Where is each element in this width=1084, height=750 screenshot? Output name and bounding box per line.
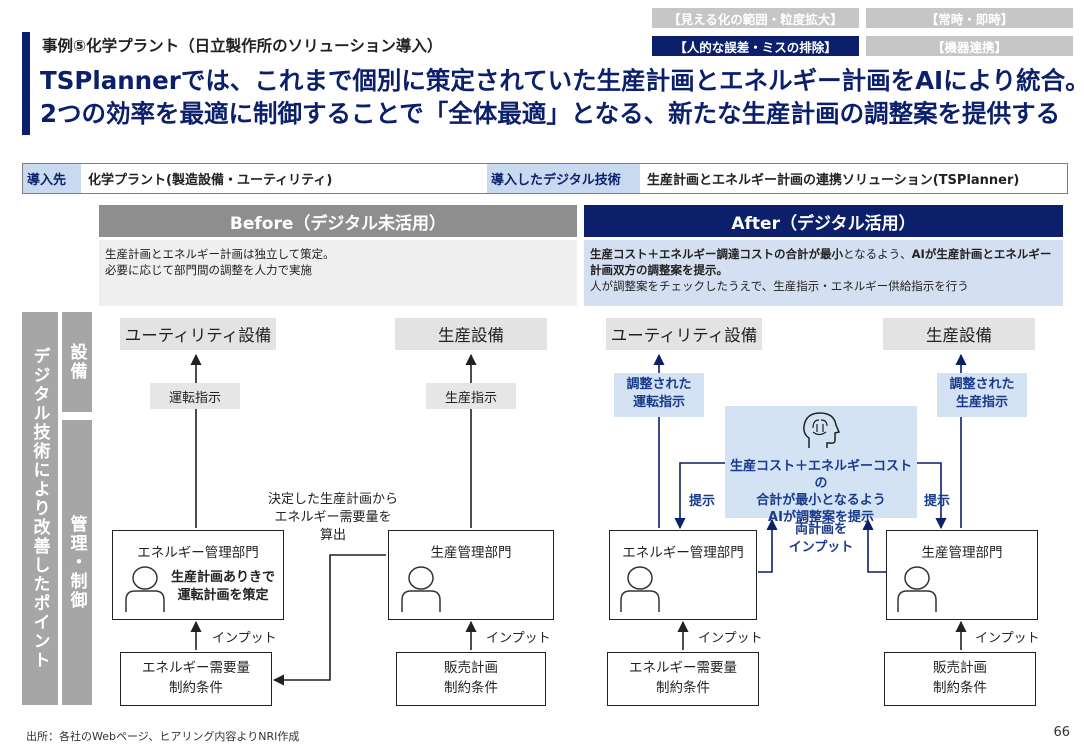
after-production-equipment: 生産設備	[883, 318, 1035, 350]
before-sales-source: 販売計画 制約条件	[396, 652, 546, 706]
info-row	[22, 163, 1068, 194]
after-utility-equipment: ユーティリティ設備	[606, 318, 762, 350]
side-label-equipment-text: 設備	[66, 343, 87, 381]
before-desc-line-1: 生産計画とエネルギー計画は独立して策定。	[105, 247, 335, 261]
after-present-left: 提示	[689, 494, 716, 509]
after-desc-line-2: 人が調整案をチェックしたうえで、生産指示・エネルギー供給指示を行う	[590, 279, 969, 293]
before-production-equipment: 生産設備	[395, 318, 547, 350]
before-header: Before（デジタル未活用）	[99, 205, 577, 237]
after-sales-source: 販売計画 制約条件	[884, 652, 1036, 706]
after-adjusted-operation-1: 調整された	[626, 377, 692, 392]
ai-box-text-1: 生産コスト＋エネルギーコストの	[729, 459, 912, 491]
ai-box-text: 生産コスト＋エネルギーコストの 合計が最小となるよう AIが調整案を提示	[725, 458, 917, 526]
ai-adjustment-box: 生産コスト＋エネルギーコストの 合計が最小となるよう AIが調整案を提示	[725, 406, 917, 525]
info-label-destination: 導入先	[23, 164, 81, 193]
person-icon	[125, 566, 165, 612]
headline-line-1: TSPlannerでは、これまで個別に策定されていた生産計画とエネルギー計画をA…	[40, 66, 1084, 95]
before-production-dept-title: 生産管理部門	[430, 545, 512, 561]
before-energy-input-label: インプット	[212, 631, 277, 646]
source-note: 出所：各社のWebページ、ヒアリング内容よりNRI作成	[26, 730, 300, 743]
before-energy-note-2: 運転計画を策定	[177, 588, 269, 603]
after-energy-source: エネルギー需要量 制約条件	[607, 652, 759, 706]
before-production-dept: 生産管理部門	[388, 530, 554, 620]
info-value-technology: 生産計画とエネルギー計画の連携ソリューション(TSPlanner)	[647, 173, 1020, 188]
after-adjusted-production-2: 生産指示	[955, 395, 1008, 410]
case-title: 事例⑤化学プラント（日立製作所のソリューション導入）	[42, 37, 443, 55]
before-calc-note-3: 算出	[319, 528, 346, 543]
info-value-destination: 化学プラント(製造設備・ユーティリティ)	[88, 173, 333, 188]
after-description: 生産コスト＋エネルギー調達コストの合計が最小となるよう、AIが生産計画とエネルギ…	[584, 240, 1063, 306]
after-desc-mid: となるよう、	[843, 247, 912, 261]
tag-device-link: 【機器連携】	[866, 36, 1073, 56]
after-desc-bold-1: 生産コスト＋エネルギー調達コストの合計が最小	[590, 247, 843, 261]
before-description: 生産計画とエネルギー計画は独立して策定。 必要に応じて部門間の調整を人力で実施	[99, 240, 577, 306]
tag-visualization: 【見える化の範囲・粒度拡大】	[652, 8, 859, 28]
before-energy-dept: エネルギー管理部門 生産計画ありきで 運転計画を策定	[112, 530, 284, 620]
headline: TSPlannerでは、これまで個別に策定されていた生産計画とエネルギー計画をA…	[40, 64, 1084, 130]
after-adjusted-production: 調整された 生産指示	[937, 373, 1027, 417]
before-calc-note-2: エネルギー需要量を	[274, 510, 392, 525]
after-header: After（デジタル活用）	[584, 205, 1063, 237]
after-energy-dept-title: エネルギー管理部門	[622, 545, 744, 561]
after-sales-source-1: 販売計画	[933, 660, 987, 676]
headline-line-2: 2つの効率を最適に制御することで「全体最適」となる、新たな生産計画の調整案を提供…	[40, 99, 1061, 128]
person-icon	[620, 566, 660, 612]
after-production-input-label: インプット	[975, 631, 1040, 646]
after-present-right: 提示	[924, 494, 951, 509]
before-energy-note-1: 生産計画ありきで	[170, 570, 275, 585]
after-sales-source-2: 制約条件	[933, 680, 987, 696]
after-energy-source-1: エネルギー需要量	[629, 660, 737, 676]
after-production-dept: 生産管理部門	[886, 530, 1038, 620]
ai-head-icon	[803, 412, 841, 448]
before-sales-source-2: 制約条件	[444, 680, 498, 696]
before-production-instruction: 生産指示	[426, 383, 516, 409]
side-label-equipment: 設備	[62, 312, 92, 412]
person-icon	[401, 566, 441, 612]
after-energy-dept: エネルギー管理部門	[609, 530, 757, 620]
after-both-input: 両計画を インプット	[786, 521, 856, 557]
after-energy-source-2: 制約条件	[656, 680, 710, 696]
side-label-improvement: デジタル技術により改善したポイント	[22, 312, 58, 705]
before-sales-source-1: 販売計画	[444, 660, 498, 676]
after-both-input-2: インプット	[788, 540, 854, 555]
before-production-input-label: インプット	[486, 631, 551, 646]
before-calc-note: 決定した生産計画から エネルギー需要量を 算出	[258, 491, 408, 545]
ai-box-text-3: AIが調整案を提示	[768, 510, 874, 525]
info-label-technology: 導入したデジタル技術	[487, 164, 640, 193]
after-production-dept-title: 生産管理部門	[921, 545, 1003, 561]
title-accent-bar	[22, 32, 30, 135]
before-energy-note: 生産計画ありきで 運転計画を策定	[167, 569, 279, 605]
before-energy-dept-title: エネルギー管理部門	[137, 545, 259, 561]
after-both-input-1: 両計画を	[794, 522, 847, 537]
after-energy-input-label: インプット	[698, 631, 763, 646]
after-adjusted-production-1: 調整された	[949, 377, 1015, 392]
person-icon	[897, 566, 937, 612]
side-label-management: 管理・制御	[62, 420, 92, 705]
side-label-improvement-text: デジタル技術により改善したポイント	[29, 347, 50, 670]
tag-realtime: 【常時・即時】	[866, 8, 1073, 28]
before-utility-equipment: ユーティリティ設備	[120, 318, 276, 350]
page-number: 66	[1053, 725, 1070, 740]
ai-box-text-2: 合計が最小となるよう	[756, 493, 886, 508]
before-energy-source-1: エネルギー需要量	[142, 660, 250, 676]
after-desc-bold-2: AIが生産計画とエネルギー計画双方の調整案を提示。	[590, 247, 1052, 277]
before-energy-source-2: 制約条件	[169, 680, 223, 696]
side-label-management-text: 管理・制御	[66, 515, 87, 610]
before-calc-note-1: 決定した生産計画から	[267, 492, 398, 507]
after-adjusted-operation: 調整された 運転指示	[614, 373, 704, 417]
after-adjusted-operation-2: 運転指示	[632, 395, 685, 410]
tag-human-error: 【人的な誤差・ミスの排除】	[652, 36, 859, 56]
before-operation-instruction: 運転指示	[150, 383, 240, 409]
before-energy-source: エネルギー需要量 制約条件	[120, 652, 272, 706]
before-desc-line-2: 必要に応じて部門間の調整を人力で実施	[105, 263, 312, 277]
